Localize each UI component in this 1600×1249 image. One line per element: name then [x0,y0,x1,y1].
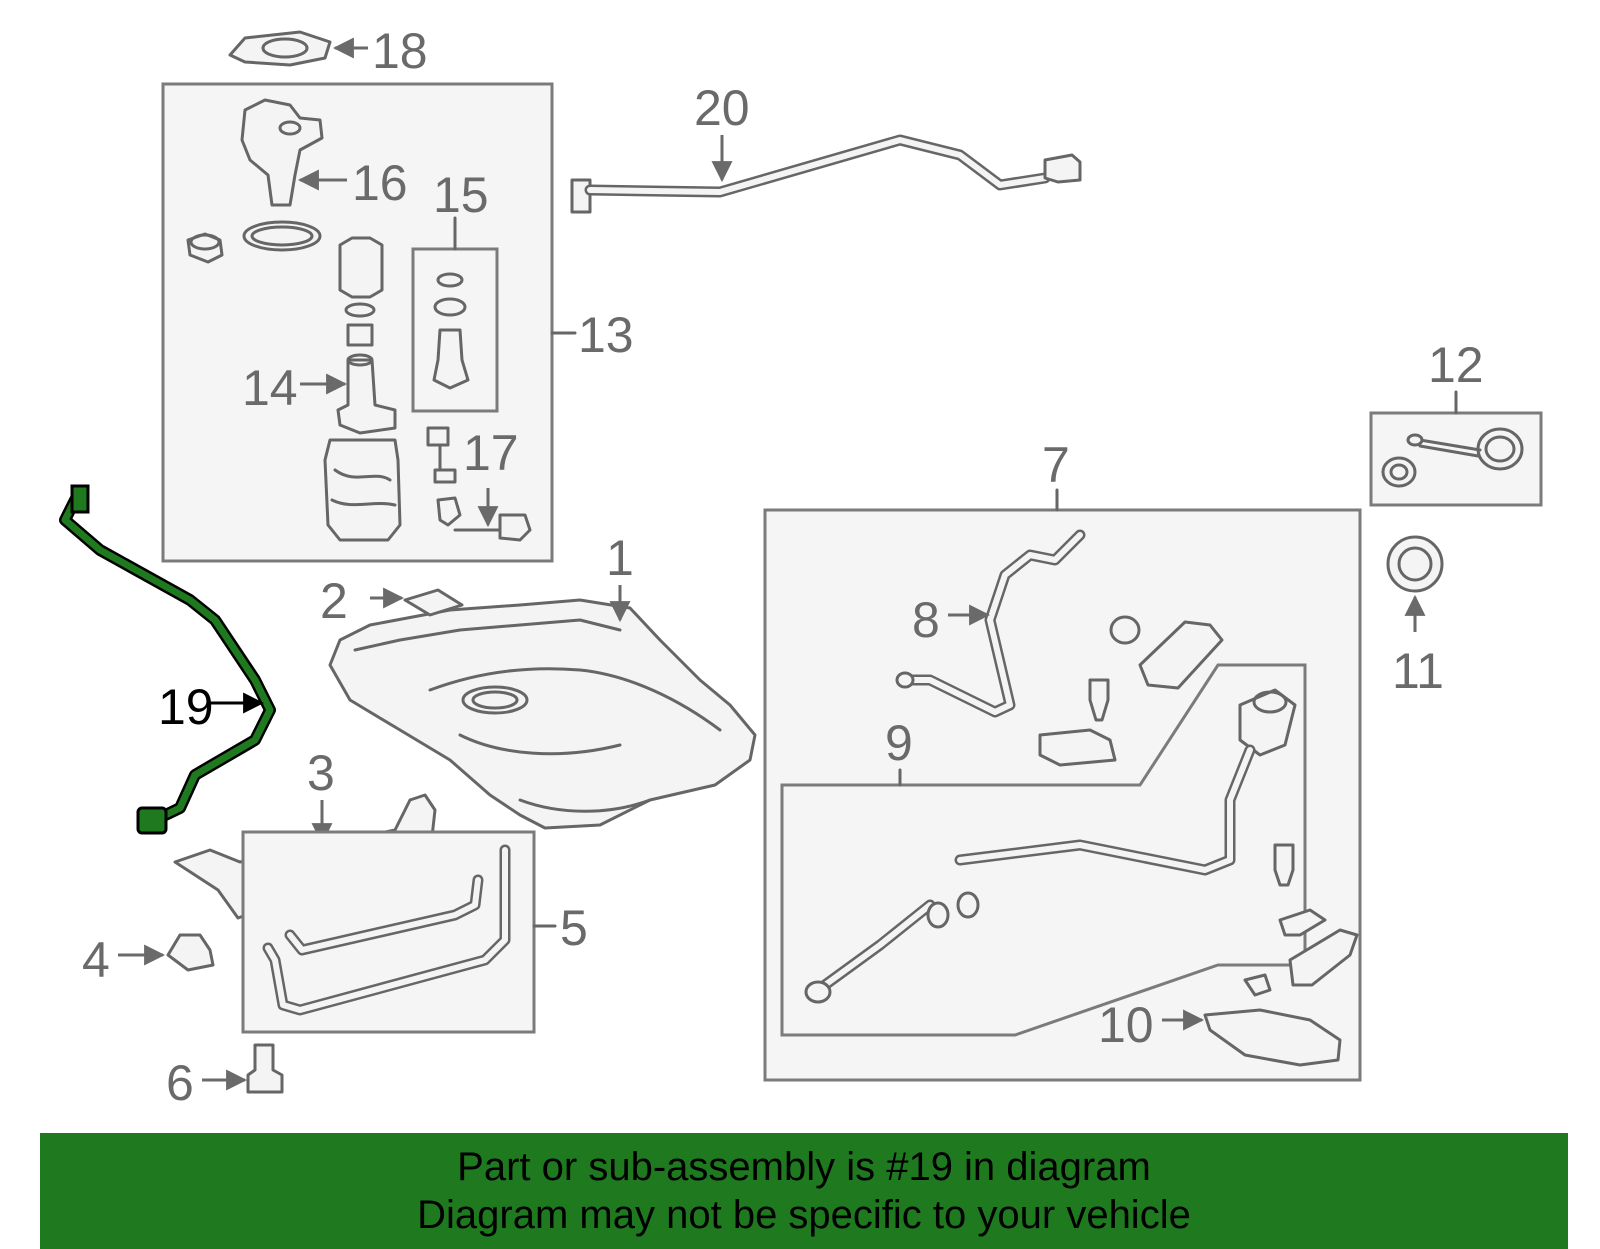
regulator-ring-2 [433,297,467,317]
banner-line-1: Part or sub-assembly is #19 in diagram [457,1145,1151,1189]
callout-19: 19 [158,679,214,735]
banner-line-2: Diagram may not be specific to your vehi… [417,1193,1191,1237]
grommet-small [1109,615,1141,645]
pressure-regulator [432,328,470,390]
part-20-sender-wire [570,134,1082,214]
callout-18: 18 [372,23,428,79]
part-17-wire-harness [426,426,532,542]
clip-3 [1243,973,1272,997]
callout-3: 3 [307,745,335,801]
regulator-ring-1 [436,272,464,288]
callout-5: 5 [560,900,588,956]
fuel-cap [1381,427,1524,488]
callout-7: 7 [1042,437,1070,493]
filler-neck-pipe [804,688,1297,1004]
callout-11: 11 [1392,643,1444,699]
fuel-filter [338,236,384,299]
part-18-pump-retainer [228,30,332,67]
pump-bracket [323,438,402,542]
part-10-filler-shield [1203,1008,1342,1067]
info-banner: Part or sub-assembly is #19 in diagram D… [40,1133,1568,1249]
callout-4: 4 [82,932,110,988]
callout-13: 13 [578,307,634,363]
valve-bracket [1038,728,1117,767]
callout-17: 17 [463,425,519,481]
grommet [186,232,224,264]
part-6-bolt [246,1043,284,1094]
part-16-pump-housing [240,98,324,207]
filler-bracket [1138,620,1224,690]
bolt-1 [1088,678,1110,722]
callout-16: 16 [352,155,408,211]
callout-20: 20 [694,80,750,136]
part-4-clip [166,933,215,972]
callout-6: 6 [166,1055,194,1111]
part-14-fuel-pump [336,353,397,435]
callout-15: 15 [433,167,489,223]
clip-1 [1278,908,1327,937]
part-19-fuel-line-highlighted [59,484,276,835]
clip-2 [1288,928,1359,987]
part-2-tank-pad [403,588,464,617]
callout-8: 8 [912,592,940,648]
part-1-fuel-tank [328,598,757,830]
callout-9: 9 [885,715,913,771]
callout-14: 14 [242,360,298,416]
callout-12: 12 [1428,337,1484,393]
callout-2: 2 [320,573,348,629]
part-11-filler-gasket [1386,535,1444,593]
filter-ring [344,302,376,318]
callout-1: 1 [606,530,634,586]
tank-straps [262,844,511,1016]
callout-10: 10 [1098,997,1154,1053]
filter-spacer [346,323,374,347]
